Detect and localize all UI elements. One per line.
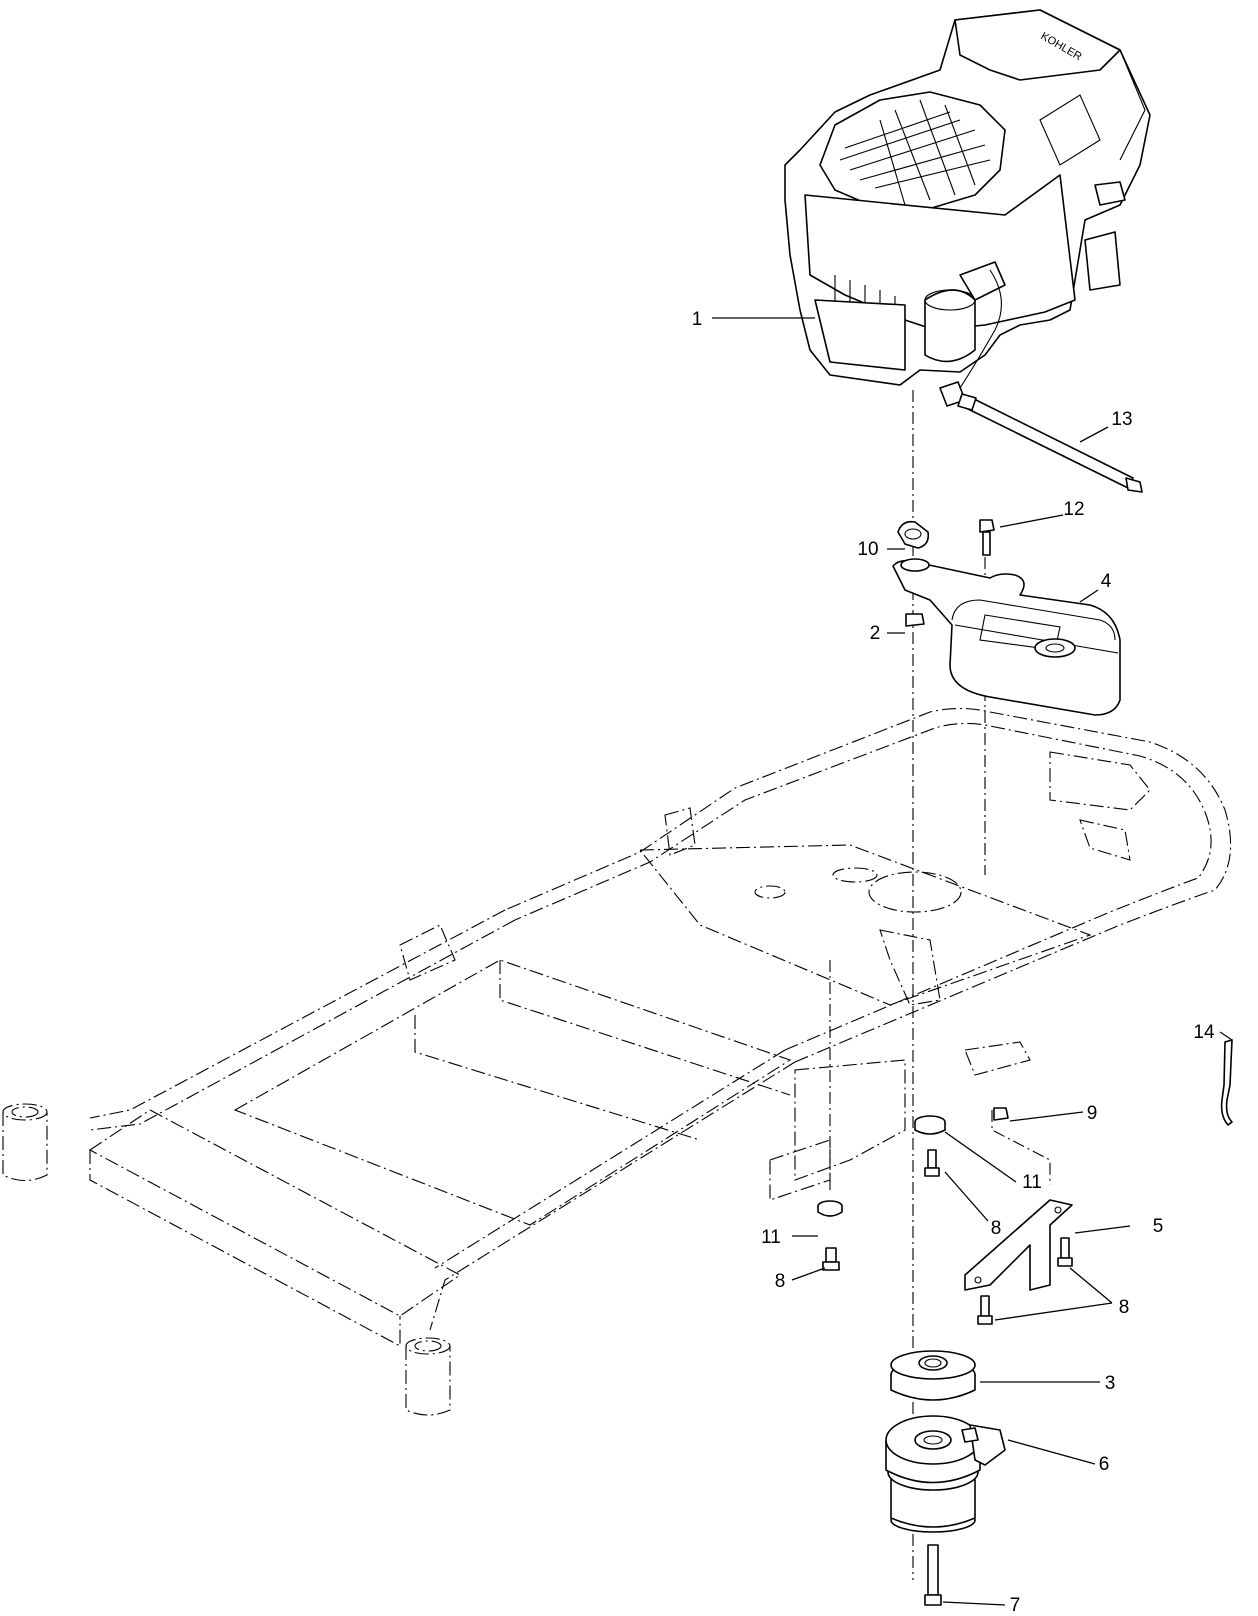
pto-clutch <box>885 1415 1006 1533</box>
bolt-7 <box>924 1544 942 1606</box>
pulley <box>890 1350 976 1401</box>
bolt-8-bracket-b <box>977 1295 993 1325</box>
bolt-8-left <box>822 1247 840 1271</box>
fasteners <box>817 1107 1073 1325</box>
callout-13: 13 <box>1111 409 1132 430</box>
mower-frame <box>2 707 1232 1416</box>
callout-8a: 8 <box>775 1271 786 1292</box>
callout-9: 9 <box>1087 1103 1098 1124</box>
callout-8b: 8 <box>991 1218 1002 1239</box>
callout-11b: 11 <box>1022 1172 1042 1193</box>
callout-1: 1 <box>692 309 703 330</box>
callout-8c: 8 <box>1119 1297 1130 1318</box>
washer-11-right <box>914 1115 946 1135</box>
callout-4: 4 <box>1101 571 1112 592</box>
engine: KOHLER <box>784 9 1151 407</box>
caster-tube-left <box>2 1103 48 1182</box>
clutch-bracket <box>964 1199 1073 1291</box>
nut-2 <box>905 613 925 627</box>
callout-6: 6 <box>1099 1454 1110 1475</box>
callout-3: 3 <box>1105 1373 1116 1394</box>
bolt-12 <box>979 519 995 556</box>
bolt-8-center <box>924 1149 940 1177</box>
nut-9 <box>993 1107 1009 1121</box>
callouts: 1 2 3 4 5 6 7 8 8 8 9 10 11 11 12 13 14 <box>692 309 1215 1616</box>
exhaust-gasket <box>897 520 930 549</box>
callout-11a: 11 <box>761 1227 781 1248</box>
callout-14: 14 <box>1193 1022 1215 1043</box>
callout-5: 5 <box>1153 1216 1164 1237</box>
caster-tube-right <box>405 1337 451 1416</box>
muffler <box>892 558 1121 716</box>
callout-7: 7 <box>1010 1595 1021 1616</box>
washer-11-left <box>817 1200 843 1217</box>
cable-14 <box>1219 1031 1233 1126</box>
callout-10: 10 <box>857 539 878 560</box>
bolt-8-bracket-a <box>1057 1237 1073 1267</box>
wire-rod <box>957 393 1143 493</box>
callout-2: 2 <box>870 623 881 644</box>
leader-lines <box>712 317 1131 1606</box>
callout-12: 12 <box>1063 499 1084 520</box>
